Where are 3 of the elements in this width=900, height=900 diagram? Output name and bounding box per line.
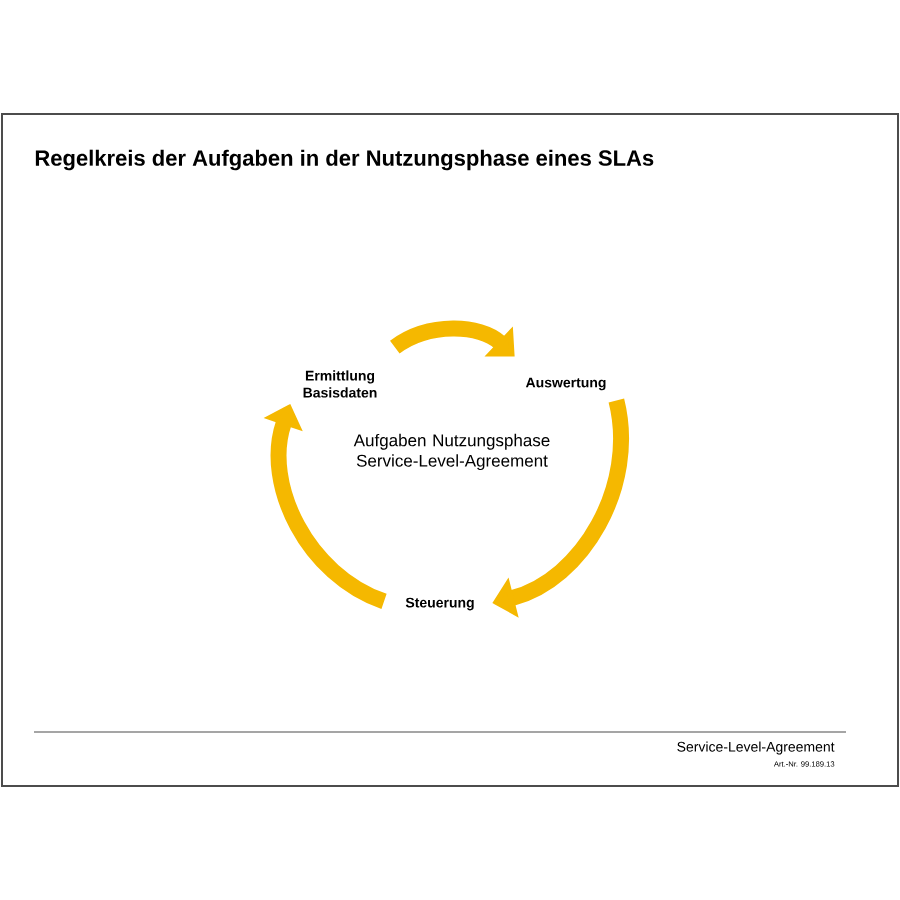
curved-arrow <box>390 320 515 357</box>
center-text: Aufgaben Nutzungsphase Service-Level-Agreement <box>353 433 550 471</box>
title: Regelkreis der Aufgaben in der Nutzungsphase eines SLAs <box>35 149 654 171</box>
